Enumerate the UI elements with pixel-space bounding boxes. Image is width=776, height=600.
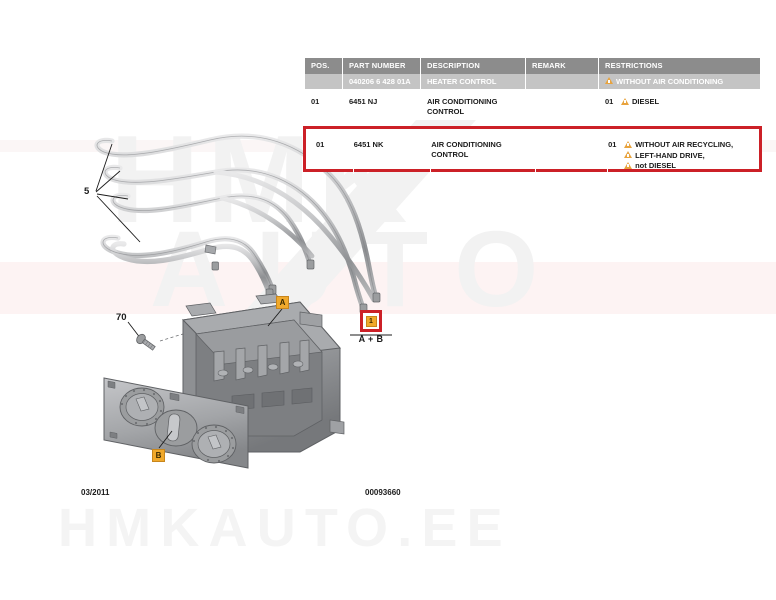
assembly-callout-group: 1 A + B (348, 310, 394, 344)
assembly-number: 1 (365, 315, 377, 327)
column-header-restrictions: RESTRICTIONS (599, 58, 760, 74)
document-date: 03/2011 (81, 488, 110, 497)
column-header-part-number: PART NUMBER (343, 58, 421, 74)
table-row-highlighted[interactable]: 01 6451 NK AIR CONDITIONING CONTROL 01 W… (303, 126, 762, 174)
group-restriction-text: WITHOUT AIR CONDITIONING (616, 76, 724, 86)
warning-icon (621, 97, 629, 105)
row-restriction-number: 01 (608, 140, 617, 149)
faceplate-slider-center (154, 409, 198, 447)
faceplate-dial-right (191, 424, 237, 464)
warning-icon (624, 161, 633, 169)
row-remark (536, 137, 609, 174)
assembly-highlight-box: 1 (360, 310, 382, 332)
column-header-description: DESCRIPTION (421, 58, 526, 74)
drawing-number: 00093660 (365, 488, 401, 497)
table-header-row: POS. PART NUMBER DESCRIPTION REMARK REST… (305, 58, 760, 74)
row-description-line2: CONTROL (431, 149, 469, 159)
group-remark (526, 73, 599, 90)
callout-label-70: 70 (116, 312, 127, 323)
marker-b-leader (158, 430, 173, 449)
warning-icon (624, 151, 633, 159)
warning-icon (624, 140, 633, 148)
column-header-remark: REMARK (526, 58, 599, 74)
row-restriction-text-1: WITHOUT AIR RECYCLING, (635, 140, 734, 149)
row-remark (526, 93, 599, 119)
parts-table: POS. PART NUMBER DESCRIPTION REMARK REST… (305, 58, 760, 119)
group-description: HEATER CONTROL (421, 73, 526, 90)
row-description: AIR CONDITIONING CONTROL (431, 137, 536, 174)
warning-icon (605, 77, 613, 85)
row-description-line1: AIR CONDITIONING (431, 140, 502, 149)
watermark-footer: HMKAUTO.EE (58, 498, 512, 558)
group-restrictions: WITHOUT AIR CONDITIONING (599, 73, 760, 90)
group-part-number: 040206 6 428 01A (343, 73, 421, 90)
row-restrictions: 01 DIESEL (599, 93, 760, 119)
callout-label-5: 5 (84, 186, 90, 197)
row-part-number: 6451 NK (354, 137, 432, 174)
row-restriction-number: 01 (605, 97, 614, 107)
table-group-row: 040206 6 428 01A HEATER CONTROL WITHOUT … (305, 73, 760, 90)
row-restriction-text-3: not DIESEL (635, 161, 676, 171)
group-pos (305, 73, 343, 90)
row-pos: 01 (316, 137, 354, 174)
column-header-pos: POS. (305, 58, 343, 74)
row-part-number: 6451 NJ (349, 97, 378, 107)
table-row[interactable]: 01 6451 NJ AIR CONDITIONING CONTROL 01 D… (305, 93, 760, 119)
control-faceplate (103, 377, 249, 469)
row-description: AIR CONDITIONING CONTROL (421, 93, 526, 119)
assembly-label: A + B (358, 334, 384, 344)
row-pos: 01 (311, 97, 320, 107)
row-restriction-text-2: LEFT-HAND DRIVE, (635, 150, 705, 160)
row-description-line2: CONTROL (427, 106, 465, 116)
marker-b: B (152, 449, 165, 462)
row-restriction-text: DIESEL (632, 97, 660, 107)
row-restrictions: 01 WITHOUT AIR RECYCLING, LEFT-HAND DRIV… (608, 137, 768, 174)
row-description-line1: AIR CONDITIONING (427, 97, 498, 107)
marker-a: A (276, 296, 289, 309)
faceplate-dial-left (119, 387, 165, 427)
